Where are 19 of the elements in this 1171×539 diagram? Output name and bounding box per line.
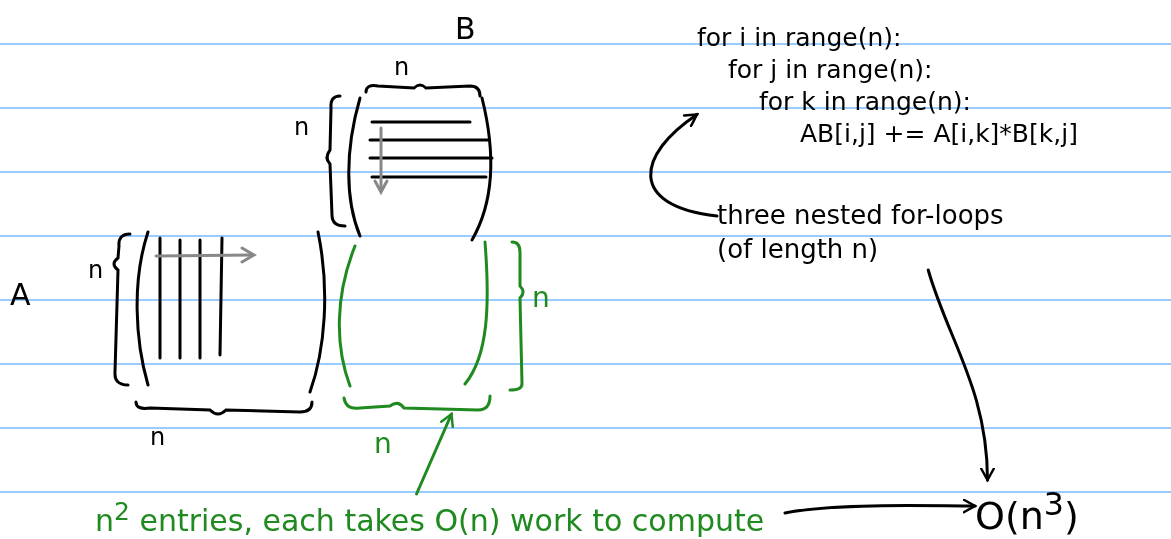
dimension-label: n <box>374 430 392 458</box>
annotation-text: three nested for-loops (of length n) <box>717 199 1005 266</box>
code-line: for i in range(n): <box>697 22 903 54</box>
arrow <box>649 112 719 218</box>
arrow <box>415 412 454 496</box>
dimension-label: B <box>455 14 476 44</box>
annotation-text: n$^{2}$ entries, each takes O(n) work to compute <box>95 496 766 539</box>
dimension-label: n <box>150 425 166 449</box>
code-line: for j in range(n): <box>728 54 934 86</box>
dimension-label: n <box>294 115 310 139</box>
arrow <box>783 498 977 515</box>
code-line: AB[i,j] += A[i,k]*B[k,j] <box>800 118 1079 150</box>
complexity-label: O(n$^{3}$) <box>975 485 1080 539</box>
dimension-label: n <box>88 258 104 282</box>
dimension-label: A <box>10 280 31 310</box>
dimension-label: n <box>532 284 550 312</box>
dimension-label: n <box>394 55 410 79</box>
code-line: for k in range(n): <box>759 86 972 118</box>
arrow <box>926 268 995 482</box>
